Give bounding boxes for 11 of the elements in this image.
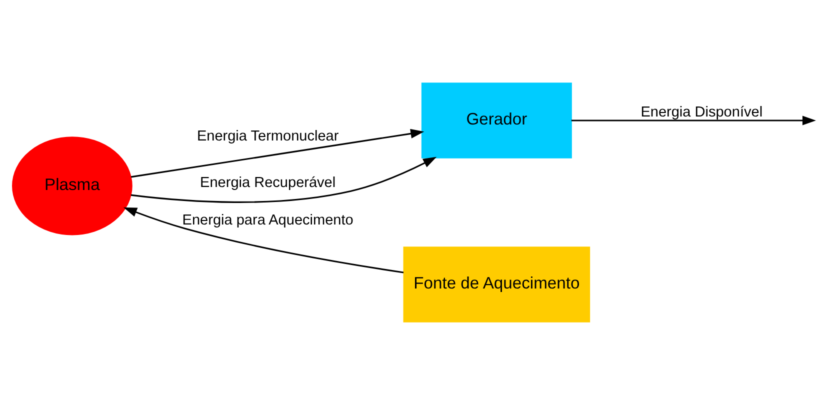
arrow (130, 156, 437, 202)
node-ellipse: Plasma (12, 136, 132, 235)
arrow (571, 115, 816, 125)
node-box: Gerador (421, 82, 572, 158)
node-box: Fonte de Aquecimento (403, 246, 590, 322)
edge-label: Energia para Aquecimento (182, 212, 354, 228)
edge-label: Energia Recuperável (200, 174, 336, 191)
edge-label: Energia Termonuclear (196, 128, 339, 144)
edge-label: Energia Disponível (640, 104, 763, 120)
arrow (123, 206, 404, 273)
arrow (130, 128, 424, 178)
